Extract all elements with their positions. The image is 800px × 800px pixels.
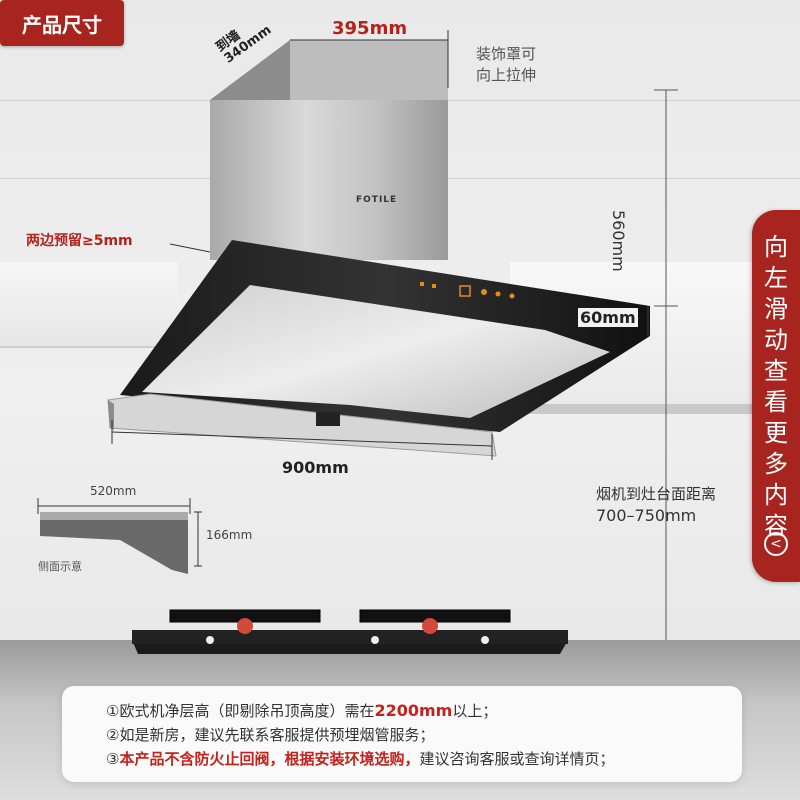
hood-inner-panel <box>142 285 610 418</box>
chimney-front <box>210 100 448 260</box>
note-3-suffix: 建议咨询客服或查询详情页； <box>419 750 615 768</box>
cover-note-line1: 装饰罩可 <box>476 45 537 63</box>
swipe-more-tab[interactable]: 向 左 滑 动 查 看 更 多 内 容 < <box>752 210 800 582</box>
swipe-more-text: 向 左 滑 动 查 看 更 多 内 容 <box>752 232 800 542</box>
tab-char: 滑 <box>764 295 788 323</box>
brand-logo: FOTILE <box>356 195 398 205</box>
note-1: ①欧式机净层高（即剔除吊顶高度）需在2200mm以上； <box>106 700 497 721</box>
cover-note: 装饰罩可 向上拉伸 <box>476 44 536 86</box>
panel-height-label: 60mm <box>578 308 638 327</box>
tab-char: 动 <box>764 326 788 354</box>
tab-char: 内 <box>764 481 788 509</box>
note-3-prefix: ③ <box>106 750 120 768</box>
stove-distance-line1: 烟机到灶台面距离 <box>596 485 717 503</box>
tab-char: 左 <box>764 264 788 292</box>
product-dimensions-badge: 产品尺寸 <box>0 0 124 46</box>
note-3-highlight: 本产品不含防火止回阀，根据安装环境选购， <box>119 750 420 768</box>
note-1-highlight: 2200mm <box>374 701 453 720</box>
note-3: ③本产品不含防火止回阀，根据安装环境选购，建议咨询客服或查询详情页； <box>106 748 614 769</box>
side-view-width-label: 520mm <box>90 484 137 498</box>
stove-distance-line2: 700–750mm <box>596 506 697 525</box>
chevron-left-icon[interactable]: < <box>764 532 788 556</box>
note-2: ②如是新房，建议先联系客服提供预埋烟管服务； <box>106 726 435 744</box>
note-1-suffix: 以上； <box>452 702 498 720</box>
tab-char: 更 <box>764 419 788 447</box>
total-width-label: 900mm <box>282 458 349 477</box>
side-view-caption: 侧面示意 <box>38 560 82 573</box>
chimney-height-label: 560mm <box>609 210 628 272</box>
cover-note-line2: 向上拉伸 <box>476 66 537 84</box>
side-view-shape <box>40 512 188 574</box>
note-1-prefix: ①欧式机净层高（即剔除吊顶高度）需在 <box>106 702 375 720</box>
right-cabinet-shadow <box>510 404 800 414</box>
hood-lip <box>107 393 497 457</box>
side-view-height-label: 166mm <box>206 528 253 542</box>
chimney-width-label: 395mm <box>332 18 408 39</box>
side-margin-label: 两边预留≥5mm <box>26 233 133 249</box>
tab-char: 向 <box>764 233 788 261</box>
stove-distance-label: 烟机到灶台面距离 700–750mm <box>596 484 716 526</box>
hood-handle <box>316 412 340 426</box>
tab-char: 多 <box>764 450 788 478</box>
left-cabinet <box>0 262 178 348</box>
notes-panel: ①欧式机净层高（即剔除吊顶高度）需在2200mm以上； ②如是新房，建议先联系客… <box>62 686 742 782</box>
tab-char: 查 <box>764 357 788 385</box>
tab-char: 看 <box>764 388 788 416</box>
